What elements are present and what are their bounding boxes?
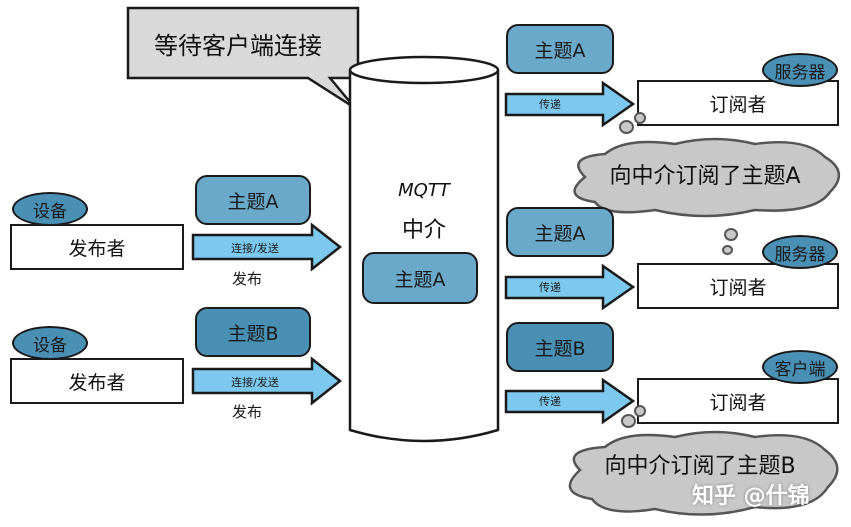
thought-text-a: 向中介订阅了主题A [609,164,801,189]
subscriber-box: 订阅者 [637,263,839,309]
thought-dot [724,228,738,241]
thought-dot [621,414,636,428]
broker-topic: 主题A [362,252,478,304]
device-tag: 设备 [12,326,88,360]
subscriber-topic: 主题B [506,322,614,372]
deliver-arrow-label: 传递 [539,98,561,111]
server-tag: 服务器 [762,235,838,269]
thought-cloud-a [573,137,840,218]
publisher-topic: 主题B [195,307,311,357]
publish-arrow [191,356,343,406]
publish-caption: 发布 [232,270,263,288]
thought-text-b: 向中介订阅了主题B [604,454,796,479]
subscriber-box: 订阅者 [637,80,839,126]
publisher-box: 发布者 [10,358,184,404]
deliver-arrow [504,80,636,128]
publish-arrow [191,222,343,272]
speech-bubble-text: 等待客户端连接 [154,31,322,60]
subscriber-topic: 主题A [506,24,614,74]
subscriber-topic: 主题A [506,207,614,257]
broker-cylinder [348,55,500,443]
publish-arrow-label: 连接/发送 [231,376,279,389]
deliver-arrow [504,263,636,311]
deliver-arrow-label: 传递 [539,281,561,294]
thought-dot [634,112,646,124]
deliver-arrow [504,377,636,425]
subscriber-box: 订阅者 [637,378,839,424]
speech-bubble [126,6,360,110]
deliver-arrow-label: 传递 [539,395,561,408]
thought-dot [619,120,634,134]
publisher-box: 发布者 [10,224,184,270]
publish-arrow-label: 连接/发送 [231,242,279,255]
server-tag: 服务器 [762,53,838,87]
client-tag: 客户端 [762,350,838,384]
thought-dot [722,245,733,255]
broker-subtitle: 中介 [401,218,446,243]
thought-cloud-b [568,430,839,516]
publish-caption: 发布 [232,403,263,421]
publisher-topic: 主题A [195,175,311,225]
device-tag: 设备 [12,192,88,226]
thought-dot [634,405,646,417]
watermark: 知乎 @什锦 [692,484,810,509]
broker-title: MQTT [398,180,450,201]
